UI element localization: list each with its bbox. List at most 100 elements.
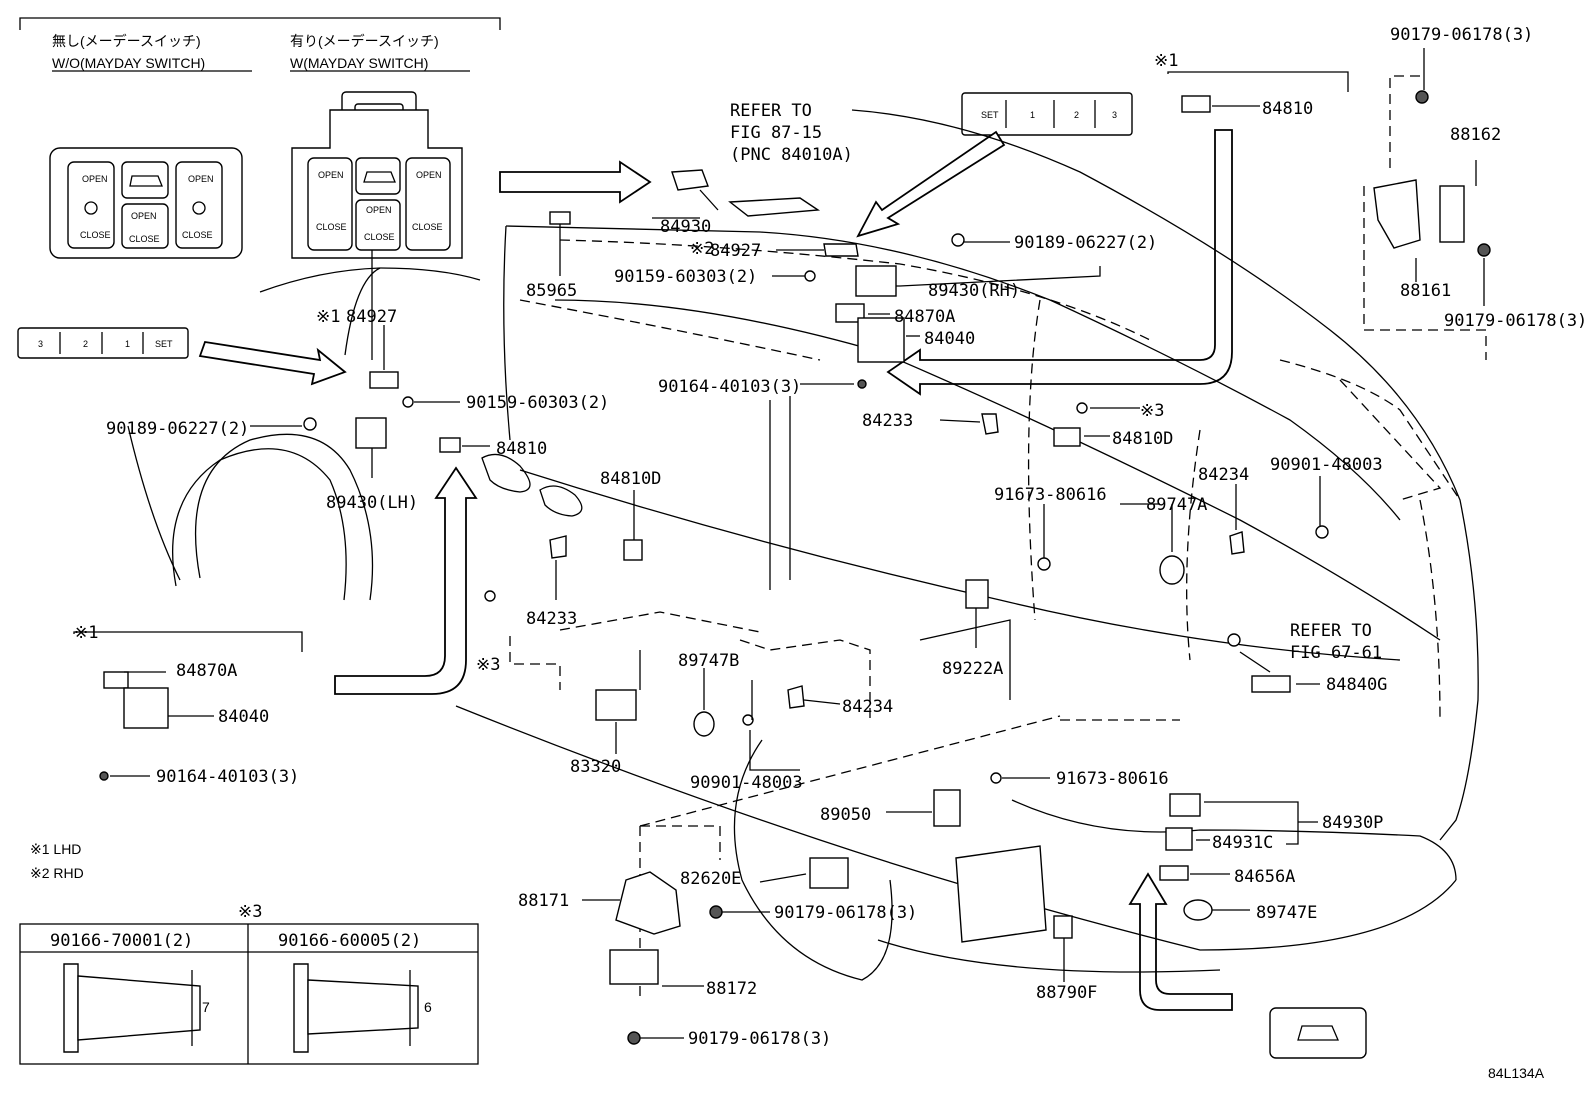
arrow-from-top-mark [886, 129, 1233, 396]
switch-84040-rh [857, 317, 905, 363]
flow-arrows [198, 129, 1233, 1011]
pad-89747e [1183, 899, 1213, 921]
bolt-91673-a [1037, 557, 1051, 571]
label-84040-rh: 84040 [924, 329, 975, 349]
switch-84040-b [123, 687, 169, 729]
refer2-line2: FIG 67-61 [1290, 643, 1382, 663]
switch-84870a-rh [835, 303, 865, 323]
close-label-5: CLOSE [364, 232, 395, 242]
arrow-from-bottom-switch [1128, 872, 1233, 1011]
arrow-to-refer [499, 160, 652, 204]
close-label-6: CLOSE [412, 222, 443, 232]
bolt-dim1: 7 [202, 999, 210, 1015]
label-84810-top: 84810 [1262, 99, 1313, 119]
mark1-lhd: ※1 [316, 307, 340, 327]
refer1-line1: REFER TO [730, 101, 812, 121]
connector-89222a [965, 579, 989, 609]
switch-84930 [671, 169, 709, 191]
switch-84927-rhd [823, 243, 859, 257]
label-84234-m: 84234 [842, 697, 893, 717]
m2-left: 2 [83, 339, 88, 349]
wo-mayday-en: W/O(MAYDAY SWITCH) [52, 55, 205, 71]
label-91673-a: 91673-80616 [994, 485, 1107, 505]
label-84927-rhd: 84927 [710, 241, 761, 261]
bolt-refer2 [1227, 633, 1241, 647]
connector-85965 [549, 211, 571, 225]
label-90159-lh: 90159-60303(2) [466, 393, 609, 413]
switch-panel-without-mayday: OPEN CLOSE OPEN CLOSE OPEN CLOSE [49, 147, 243, 259]
refer1-line2: FIG 87-15 [730, 123, 822, 143]
label-88171: 88171 [518, 891, 569, 911]
label-83320: 83320 [570, 757, 621, 777]
label-84870a-rh: 84870A [894, 307, 955, 327]
bolt-90901-r [1315, 525, 1329, 539]
label-84233-r: 84233 [862, 411, 913, 431]
open-label-6: OPEN [416, 170, 442, 180]
connector-84840g [1251, 675, 1291, 693]
label-90189-lh: 90189-06227(2) [106, 419, 249, 439]
bracket-88171 [615, 871, 681, 935]
label-91673-b: 91673-80616 [1056, 769, 1169, 789]
screw-90159-lh [402, 396, 414, 408]
arrow-from-lhd-box [334, 466, 478, 695]
label-89222a: 89222A [942, 659, 1003, 679]
switch-84931c [1165, 827, 1193, 851]
module-83320 [595, 689, 637, 721]
close-label-2: CLOSE [129, 234, 160, 244]
connector-84810d-r [1053, 427, 1081, 447]
module-88162 [1439, 185, 1465, 243]
label-90179-tr: 90179-06178(3) [1390, 25, 1533, 45]
van-icon-bottom [1297, 1025, 1339, 1041]
label-84930p: 84930P [1322, 813, 1383, 833]
label-88172: 88172 [706, 979, 757, 999]
bolt-91673-b [990, 772, 1002, 784]
vehicle-body-outline [127, 109, 1479, 1000]
bolt-detail-table: ※3 90166-70001(2) 90166-60005(2) 7 6 [19, 902, 479, 1065]
screw-90164-mid [857, 379, 867, 389]
label-84040-b: 84040 [218, 707, 269, 727]
label-90179-m: 90179-06178(3) [774, 903, 917, 923]
label-89050: 89050 [820, 805, 871, 825]
slide-door-switch [1269, 1007, 1367, 1059]
screw-90164-b [99, 771, 109, 781]
sensor-84234-r [1229, 531, 1245, 555]
label-84840g: 84840G [1326, 675, 1387, 695]
label-84810d-m: 84810D [600, 469, 661, 489]
memory-switch-strip-right: SET 1 2 3 [961, 92, 1133, 136]
switch-84656a [1159, 865, 1189, 881]
label-90164-mid: 90164-40103(3) [658, 377, 801, 397]
nut-90179-r [1477, 243, 1491, 257]
connector-84810-lh [439, 437, 461, 453]
pad-89747b [693, 711, 715, 737]
switch-84930p [1169, 793, 1201, 817]
bolt-mark3-l [484, 590, 496, 602]
open-label-2: OPEN [131, 211, 157, 221]
label-90159-rh: 90159-60303(2) [614, 267, 757, 287]
part-labels: REFER TO FIG 87-15 (PNC 84010A) REFER TO… [30, 25, 1587, 1081]
sensor-84233-r [981, 413, 999, 435]
computer-82620e [809, 857, 849, 889]
sensor-84233-l [549, 535, 567, 559]
open-label-1: OPEN [82, 174, 108, 184]
sensor-84234-m [787, 685, 805, 709]
w-mayday-en: W(MAYDAY SWITCH) [290, 55, 428, 71]
label-84810-lh: 84810 [496, 439, 547, 459]
m1-right: 1 [1030, 110, 1035, 120]
label-84810d-r: 84810D [1112, 429, 1173, 449]
label-84927-lhd: 84927 [346, 307, 397, 327]
label-84931c: 84931C [1212, 833, 1273, 853]
nut-90179-b [627, 1031, 641, 1045]
connector-84810d-m [623, 539, 643, 561]
van-icon-mid [363, 171, 396, 183]
label-90179-r: 90179-06178(3) [1444, 311, 1587, 331]
set-right: SET [981, 110, 999, 120]
screw-90159-rh [804, 270, 816, 282]
bolt-table-mark: ※3 [238, 902, 262, 922]
arrow-to-switch-left [198, 340, 347, 386]
label-84930: 84930 [660, 217, 711, 237]
leader-lines [73, 48, 1487, 1039]
label-90189-rh: 90189-06227(2) [1014, 233, 1157, 253]
label-84234-r: 84234 [1198, 465, 1249, 485]
label-89430rh: 89430(RH) [928, 281, 1020, 301]
m3-right: 3 [1112, 110, 1117, 120]
